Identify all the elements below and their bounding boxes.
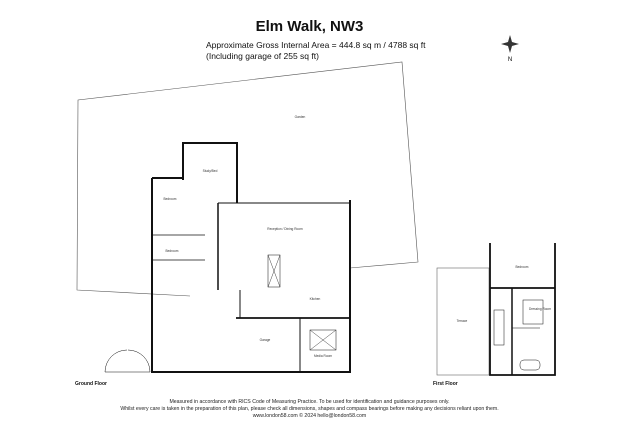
room-label-dressing: Dressing Room [529, 307, 551, 311]
room-label-garage: Garage [260, 338, 271, 342]
room-label-terrace: Terrace [457, 319, 468, 323]
first-floor-plan [436, 243, 556, 376]
disclaimer-line-2: Whilst every care is taken in the prepar… [120, 406, 499, 412]
room-label-bedroom-3: Bedroom [516, 265, 529, 269]
plan-title: Elm Walk, NW3 [255, 18, 364, 35]
room-label-bedroom-1: Bedroom [164, 197, 177, 201]
room-label-reception: Reception / Dining Room [267, 227, 303, 231]
area-summary: Approximate Gross Internal Area = 444.8 … [206, 40, 425, 62]
disclaimer-line-1: Measured in accordance with RICS Code of… [169, 399, 450, 405]
contact-line: www.london58.com © 2024 hello@london58.c… [252, 413, 367, 419]
area-line-1: Approximate Gross Internal Area = 444.8 … [206, 40, 426, 50]
first-floor-label: First Floor [433, 381, 458, 387]
room-label-bedroom-2: Bedroom [166, 249, 179, 253]
room-label-garden: Garden [295, 115, 306, 119]
disclaimer: Measured in accordance with RICS Code of… [0, 399, 619, 420]
ground-floor-plan [104, 142, 351, 373]
room-label-study: Study/Bed [203, 169, 218, 173]
ground-floor-label: Ground Floor [75, 381, 107, 387]
compass-rose-icon: N [501, 35, 519, 63]
room-label-media: Media Room [314, 354, 332, 358]
area-line-2: (Including garage of 255 sq ft) [206, 51, 319, 61]
room-label-kitchen: Kitchen [310, 297, 321, 301]
compass-north-label: N [508, 57, 512, 63]
garden-boundary [76, 61, 419, 297]
